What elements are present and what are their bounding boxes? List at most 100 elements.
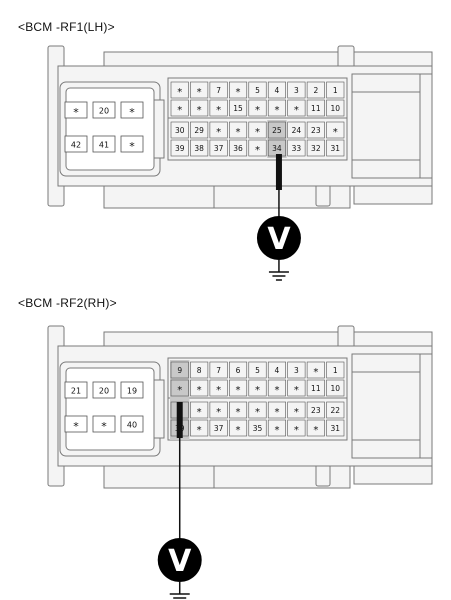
main-pin-label: 15 — [233, 104, 243, 113]
main-pin-cell — [209, 121, 228, 139]
main-pin-cell — [287, 121, 306, 139]
main-pin-label: * — [274, 385, 279, 396]
side-pin-cell — [64, 101, 88, 119]
main-pin-cell — [229, 81, 248, 99]
side-pin-cell — [64, 415, 88, 433]
main-pin-label: * — [255, 407, 260, 418]
main-pin-cell — [306, 361, 325, 379]
housing-bottom-rail — [103, 465, 351, 489]
main-pin-label: 22 — [331, 406, 341, 415]
main-pin-label: 10 — [331, 104, 341, 113]
side-pocket-inner — [65, 87, 155, 171]
main-pin-cell — [248, 419, 267, 437]
main-pin-label: 29 — [194, 126, 204, 135]
main-pin-label: 30 — [175, 126, 185, 135]
main-pin-cell — [267, 379, 286, 397]
main-pin-cell — [190, 361, 209, 379]
main-pin-label: 3 — [294, 86, 299, 95]
main-pin-cell — [190, 379, 209, 397]
main-pin-label: 24 — [292, 126, 302, 135]
voltmeter-symbol: V — [168, 544, 192, 579]
main-pin-label: * — [274, 105, 279, 116]
main-pin-cell — [229, 139, 248, 157]
main-pin-label: 34 — [272, 144, 282, 153]
side-pin-label: * — [73, 106, 79, 119]
right-block-edge — [419, 353, 433, 459]
main-pin-label: * — [255, 127, 260, 138]
side-pin-cell — [120, 381, 144, 399]
main-pin-cell — [170, 379, 189, 397]
main-pin-label: * — [177, 105, 182, 116]
main-pin-label: 31 — [331, 424, 341, 433]
main-pin-cell — [170, 121, 189, 139]
main-pin-cell — [229, 379, 248, 397]
main-pin-label: * — [255, 385, 260, 396]
main-pin-label: * — [294, 407, 299, 418]
main-pin-label: 38 — [194, 144, 204, 153]
side-pin-cell — [92, 415, 116, 433]
housing-right-block — [351, 353, 433, 459]
main-pin-cell — [248, 139, 267, 157]
main-pin-cell — [306, 139, 325, 157]
main-pin-cell — [229, 121, 248, 139]
side-pocket-inner — [65, 367, 155, 451]
main-pin-cell — [267, 81, 286, 99]
main-pin-cell — [287, 139, 306, 157]
main-pin-label: * — [216, 407, 221, 418]
main-pin-label: * — [197, 425, 202, 436]
main-pin-label: 39 — [175, 144, 185, 153]
main-pin-label: 32 — [311, 144, 321, 153]
side-pin-cell — [120, 135, 144, 153]
main-pin-label: 25 — [272, 126, 282, 135]
main-pin-cell — [248, 81, 267, 99]
main-pin-cell — [248, 99, 267, 117]
main-pin-cell — [326, 81, 345, 99]
main-pin-cell — [190, 419, 209, 437]
main-pin-cell — [326, 379, 345, 397]
housing-top-rail — [103, 51, 351, 67]
main-pin-label: 5 — [255, 366, 260, 375]
main-pin-cell — [209, 139, 228, 157]
main-pin-label: 11 — [311, 104, 321, 113]
main-pin-cell — [287, 81, 306, 99]
voltmeter-symbol: V — [267, 222, 291, 257]
main-pin-label: 8 — [197, 366, 202, 375]
main-pin-cell — [306, 99, 325, 117]
main-pin-cell — [306, 419, 325, 437]
main-pin-label: 9 — [177, 366, 182, 375]
main-pin-label: * — [177, 87, 182, 98]
main-pin-label: 3 — [294, 366, 299, 375]
side-pin-label: 40 — [127, 421, 137, 430]
main-pin-label: * — [236, 407, 241, 418]
main-pin-label: 35 — [253, 424, 263, 433]
main-pin-label: 7 — [216, 86, 221, 95]
main-pin-label: 10 — [331, 384, 341, 393]
main-pin-cell — [267, 99, 286, 117]
side-pin-label: 42 — [71, 141, 81, 150]
main-pin-cell — [326, 401, 345, 419]
main-pin-cell — [248, 361, 267, 379]
main-pin-label: * — [197, 105, 202, 116]
main-pin-cell — [248, 401, 267, 419]
housing-top-right-rail — [353, 331, 433, 347]
main-pin-cell — [190, 121, 209, 139]
main-pin-label: * — [313, 367, 318, 378]
connector-1-title: <BCM -RF1(LH)> — [18, 20, 115, 34]
side-pin-label: 41 — [99, 141, 109, 150]
side-pin-cell — [92, 135, 116, 153]
main-pin-cell — [170, 139, 189, 157]
main-pin-label: * — [216, 105, 221, 116]
main-pin-cell — [306, 401, 325, 419]
side-pin-label: * — [101, 420, 107, 433]
main-pin-cell — [190, 99, 209, 117]
main-pin-label: * — [274, 425, 279, 436]
main-pin-cell — [190, 81, 209, 99]
housing-top-right-rail — [353, 51, 433, 67]
main-pin-label: 23 — [311, 126, 321, 135]
main-pin-label: * — [197, 407, 202, 418]
grid-frame-bottom — [167, 397, 348, 441]
main-pin-cell — [229, 419, 248, 437]
main-pin-cell — [267, 121, 286, 139]
main-pin-label: 36 — [233, 144, 243, 153]
main-pin-label: 33 — [292, 144, 302, 153]
